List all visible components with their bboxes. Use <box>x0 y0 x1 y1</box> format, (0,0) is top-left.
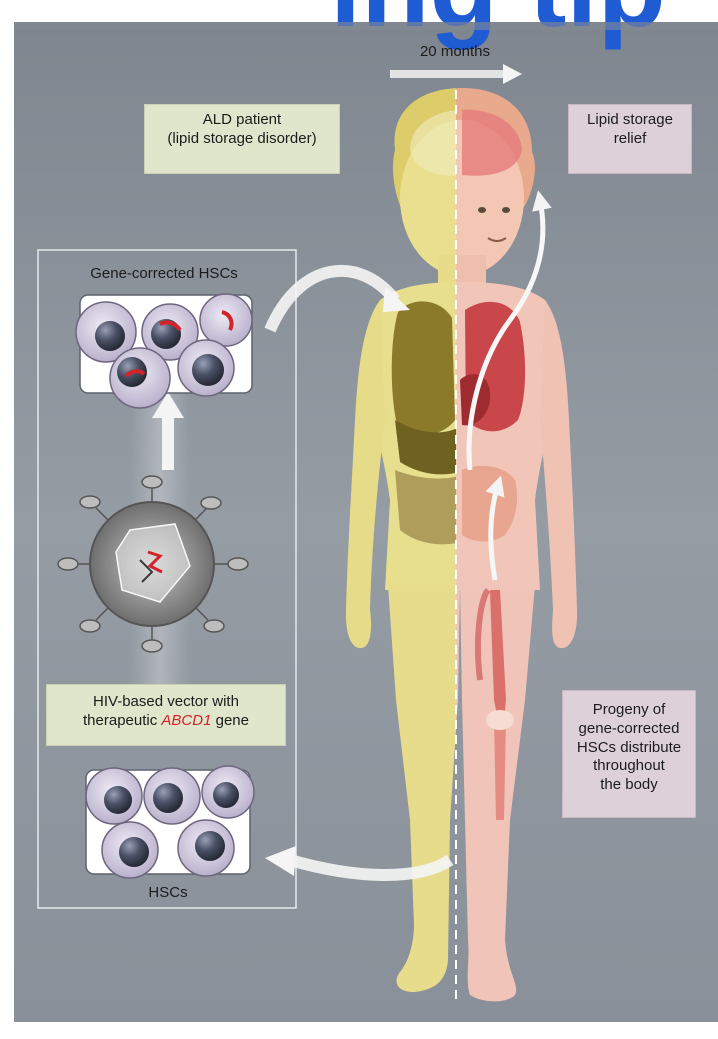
progeny-box: Progeny of gene-corrected HSCs distribut… <box>562 690 696 818</box>
lipid-relief-line2: relief <box>569 130 691 149</box>
vector-line2-prefix: therapeutic <box>83 712 161 729</box>
timeline-label: 20 months <box>420 43 490 60</box>
gene-corrected-cells-panel <box>76 294 252 408</box>
ald-patient-line1: ALD patient <box>145 111 339 130</box>
progeny-line5: the body <box>563 776 695 795</box>
virus-icon <box>58 476 248 652</box>
vector-box: HIV-based vector with therapeutic ABCD1 … <box>46 684 286 746</box>
ald-patient-line2: (lipid storage disorder) <box>145 130 339 149</box>
progeny-line1: Progeny of <box>563 701 695 720</box>
lipid-relief-line1: Lipid storage <box>569 111 691 130</box>
lipid-relief-box: Lipid storage relief <box>568 104 692 174</box>
ald-patient-box: ALD patient (lipid storage disorder) <box>144 104 340 174</box>
progeny-line2: gene-corrected <box>563 720 695 739</box>
abcd1-gene: ABCD1 <box>161 712 211 729</box>
gene-corrected-label: Gene-corrected HSCs <box>64 265 264 284</box>
vector-line1: HIV-based vector with <box>47 693 285 712</box>
progeny-line3: HSCs distribute <box>563 739 695 758</box>
hscs-cells-panel <box>86 766 254 878</box>
vector-line2-suffix: gene <box>211 712 249 729</box>
vector-line2: therapeutic ABCD1 gene <box>47 712 285 731</box>
progeny-line4: throughout <box>563 757 695 776</box>
hscs-label: HSCs <box>118 884 218 903</box>
